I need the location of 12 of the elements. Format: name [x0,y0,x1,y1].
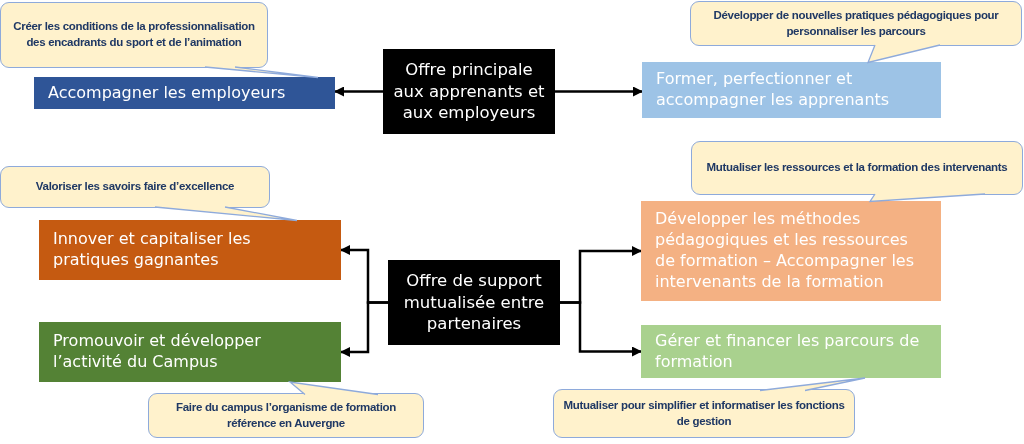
process-box: Promouvoir et développer l’activité du Campus [39,322,341,382]
arrow [334,86,383,97]
hub-box: Offre principale aux apprenants et aux employeurs [383,49,555,134]
process-box: Développer les méthodes pédagogiques et les ressources de formation – Accompagner les intervenants de la formation [641,201,941,301]
process-box: Innover et capitaliser les pratiques gagnantes [39,220,341,280]
hub-box: Offre de support mutualisée entre partenaires [388,260,560,345]
arrow [555,86,643,97]
arrow [340,301,388,357]
process-box: Former, perfectionner et accompagner les apprenants [642,62,941,118]
process-box: Accompagner les employeurs [34,77,335,109]
process-box: Gérer et financer les parcours de formation [641,325,941,378]
arrow [560,301,642,357]
